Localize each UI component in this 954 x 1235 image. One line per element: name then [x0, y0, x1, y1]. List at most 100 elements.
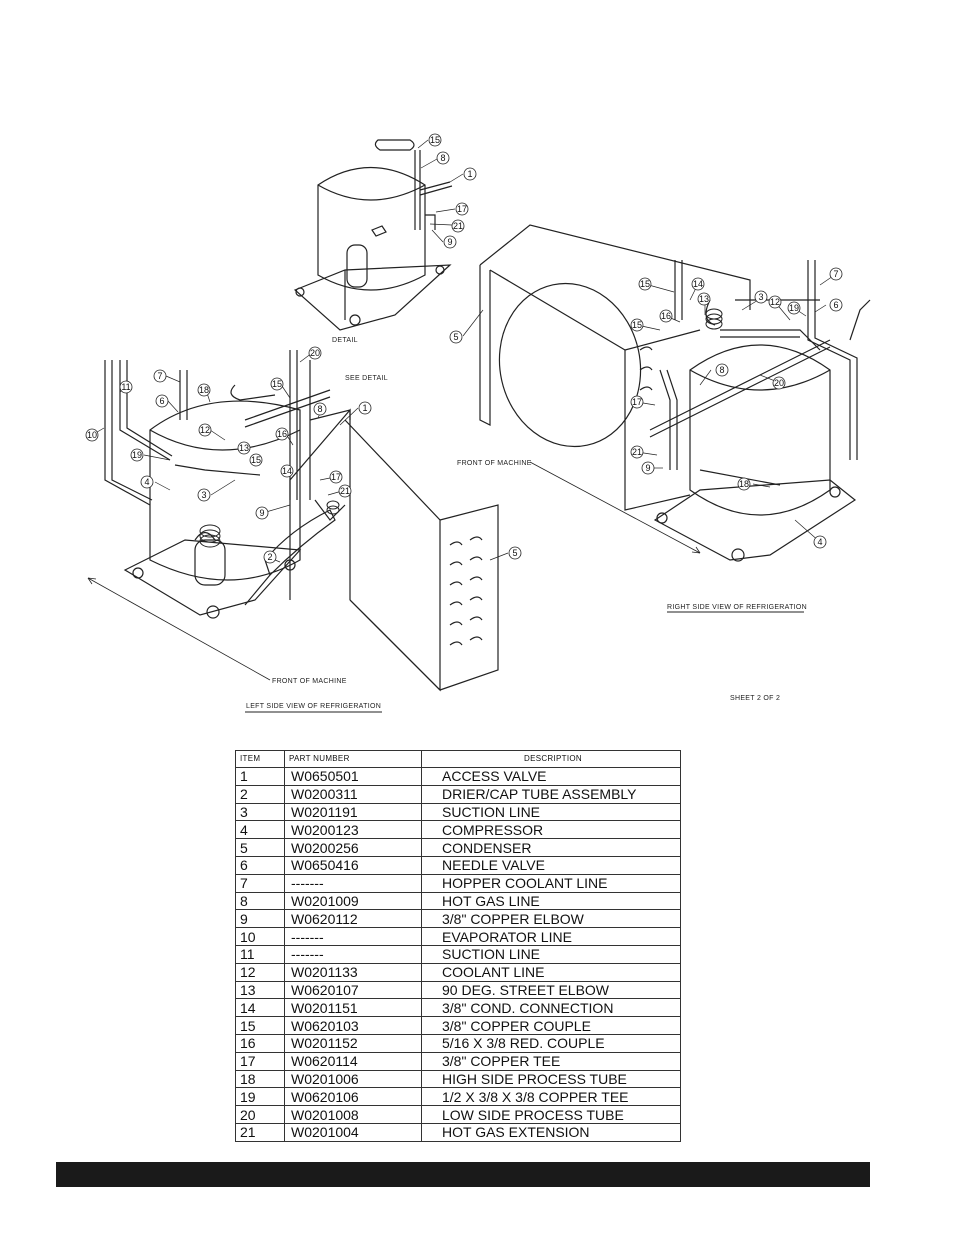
part-number-cell: W0620106 — [284, 1087, 422, 1107]
description-cell: HOT GAS EXTENSION — [421, 1122, 681, 1142]
left-condenser — [289, 408, 499, 692]
svg-text:3: 3 — [758, 292, 763, 302]
svg-text:13: 13 — [239, 443, 249, 453]
svg-text:21: 21 — [632, 447, 642, 457]
description-header: DESCRIPTION — [421, 750, 681, 768]
right-side-view-label: RIGHT SIDE VIEW OF REFRIGERATION — [667, 604, 807, 611]
part-number-cell: W0201152 — [284, 1033, 422, 1053]
svg-text:15: 15 — [640, 279, 650, 289]
svg-text:2: 2 — [267, 552, 272, 562]
svg-text:14: 14 — [693, 279, 703, 289]
description-cell: 3/8" COPPER ELBOW — [421, 909, 681, 929]
svg-text:13: 13 — [699, 294, 709, 304]
description-cell: NEEDLE VALVE — [421, 855, 681, 875]
description-cell: 90 DEG. STREET ELBOW — [421, 980, 681, 1000]
part-number-cell: ------- — [284, 873, 422, 893]
part-number-cell: W0201133 — [284, 962, 422, 982]
svg-text:5: 5 — [453, 332, 458, 342]
svg-text:15: 15 — [272, 379, 282, 389]
description-cell: DRIER/CAP TUBE ASSEMBLY — [421, 784, 681, 804]
svg-text:14: 14 — [282, 466, 292, 476]
table-row: 10-------EVAPORATOR LINE — [235, 927, 681, 946]
description-cell: COMPRESSOR — [421, 820, 681, 840]
svg-text:11: 11 — [121, 382, 130, 392]
part-number-cell: W0620112 — [284, 909, 422, 929]
left-side-view-label: LEFT SIDE VIEW OF REFRIGERATION — [246, 703, 381, 710]
svg-text:18: 18 — [739, 479, 749, 489]
item-cell: 18 — [235, 1069, 285, 1089]
item-cell: 2 — [235, 784, 285, 804]
svg-text:18: 18 — [199, 385, 209, 395]
svg-text:9: 9 — [447, 237, 452, 247]
svg-text:9: 9 — [645, 463, 650, 473]
detail-compressor — [293, 139, 453, 331]
item-cell: 13 — [235, 980, 285, 1000]
part-number-cell: W0201008 — [284, 1105, 422, 1124]
part-number-cell: W0620103 — [284, 1016, 422, 1035]
part-number-cell: W0201009 — [284, 891, 422, 911]
description-cell: CONDENSER — [421, 838, 681, 857]
item-cell: 16 — [235, 1033, 285, 1053]
svg-text:8: 8 — [317, 404, 322, 414]
svg-text:17: 17 — [331, 472, 341, 482]
part-number-header: PART NUMBER — [284, 750, 422, 768]
part-number-cell: W0200123 — [284, 820, 422, 840]
part-number-cell: W0620114 — [284, 1051, 422, 1071]
svg-text:16: 16 — [277, 429, 287, 439]
svg-text:1: 1 — [362, 403, 367, 413]
item-cell: 3 — [235, 802, 285, 822]
item-cell: 4 — [235, 820, 285, 840]
svg-text:6: 6 — [833, 300, 838, 310]
description-cell: 3/8" COPPER COUPLE — [421, 1016, 681, 1035]
description-cell: COOLANT LINE — [421, 962, 681, 982]
svg-text:7: 7 — [833, 269, 838, 279]
svg-text:17: 17 — [457, 204, 467, 214]
item-cell: 9 — [235, 909, 285, 929]
part-number-cell: W0201004 — [284, 1122, 422, 1142]
svg-text:8: 8 — [440, 153, 445, 163]
item-cell: 15 — [235, 1016, 285, 1035]
item-cell: 7 — [235, 873, 285, 893]
part-number-cell: W0650501 — [284, 767, 422, 786]
svg-text:20: 20 — [310, 348, 320, 358]
description-cell: 3/8" COND. CONNECTION — [421, 998, 681, 1018]
svg-text:21: 21 — [453, 221, 463, 231]
item-cell: 11 — [235, 944, 285, 964]
part-number-cell: ------- — [284, 944, 422, 964]
part-number-cell: W0200311 — [284, 784, 422, 804]
description-cell: 1/2 X 3/8 X 3/8 COPPER TEE — [421, 1087, 681, 1107]
description-cell: HIGH SIDE PROCESS TUBE — [421, 1069, 681, 1089]
detail-label: DETAIL — [332, 337, 358, 344]
description-cell: EVAPORATOR LINE — [421, 927, 681, 946]
item-header: ITEM — [235, 750, 285, 768]
svg-text:15: 15 — [632, 320, 642, 330]
svg-text:1: 1 — [467, 169, 472, 179]
svg-text:21: 21 — [340, 486, 350, 496]
item-cell: 14 — [235, 998, 285, 1018]
item-cell: 17 — [235, 1051, 285, 1071]
table-row: 11-------SUCTION LINE — [235, 944, 681, 964]
description-cell: ACCESS VALVE — [421, 767, 681, 786]
svg-text:16: 16 — [661, 311, 671, 321]
svg-text:10: 10 — [87, 430, 97, 440]
svg-text:4: 4 — [144, 477, 149, 487]
description-cell: SUCTION LINE — [421, 802, 681, 822]
svg-text:12: 12 — [770, 297, 780, 307]
part-number-cell: W0201191 — [284, 802, 422, 822]
svg-text:6: 6 — [159, 396, 164, 406]
right-condenser — [479, 224, 751, 511]
description-cell: LOW SIDE PROCESS TUBE — [421, 1105, 681, 1124]
part-number-cell: W0201151 — [284, 998, 422, 1018]
